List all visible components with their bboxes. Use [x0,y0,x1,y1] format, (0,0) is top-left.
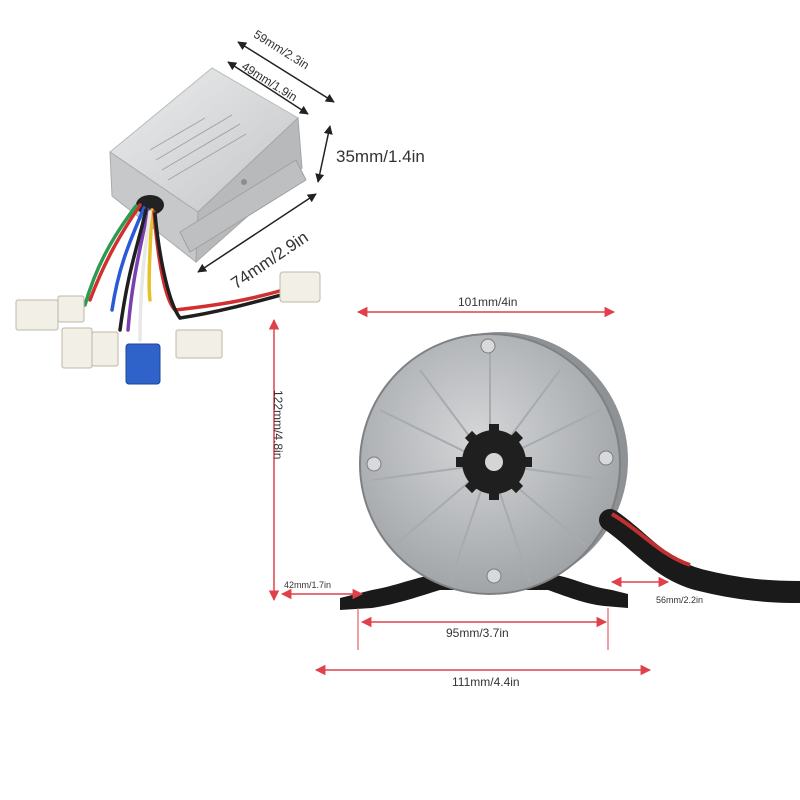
motor-width-label: 101mm/4in [458,295,518,309]
wire-connectors [15,271,321,385]
motor-height-label: 122mm/4.8in [271,390,285,460]
bracket-total-width-label: 111mm/4.4in [452,675,520,689]
sprocket [456,424,532,500]
hole-spacing-label: 95mm/3.7in [446,626,509,640]
controller-height-label: 35mm/1.4in [336,147,425,166]
motor [340,332,800,610]
bracket-slot-width-label: 56mm/2.2in [656,595,704,605]
controller-wires [83,203,294,342]
bracket-hole-height-label: 42mm/1.7in [284,580,332,590]
motor-dimension-arrows [268,306,670,676]
controller-dimension-arrows [197,41,335,273]
